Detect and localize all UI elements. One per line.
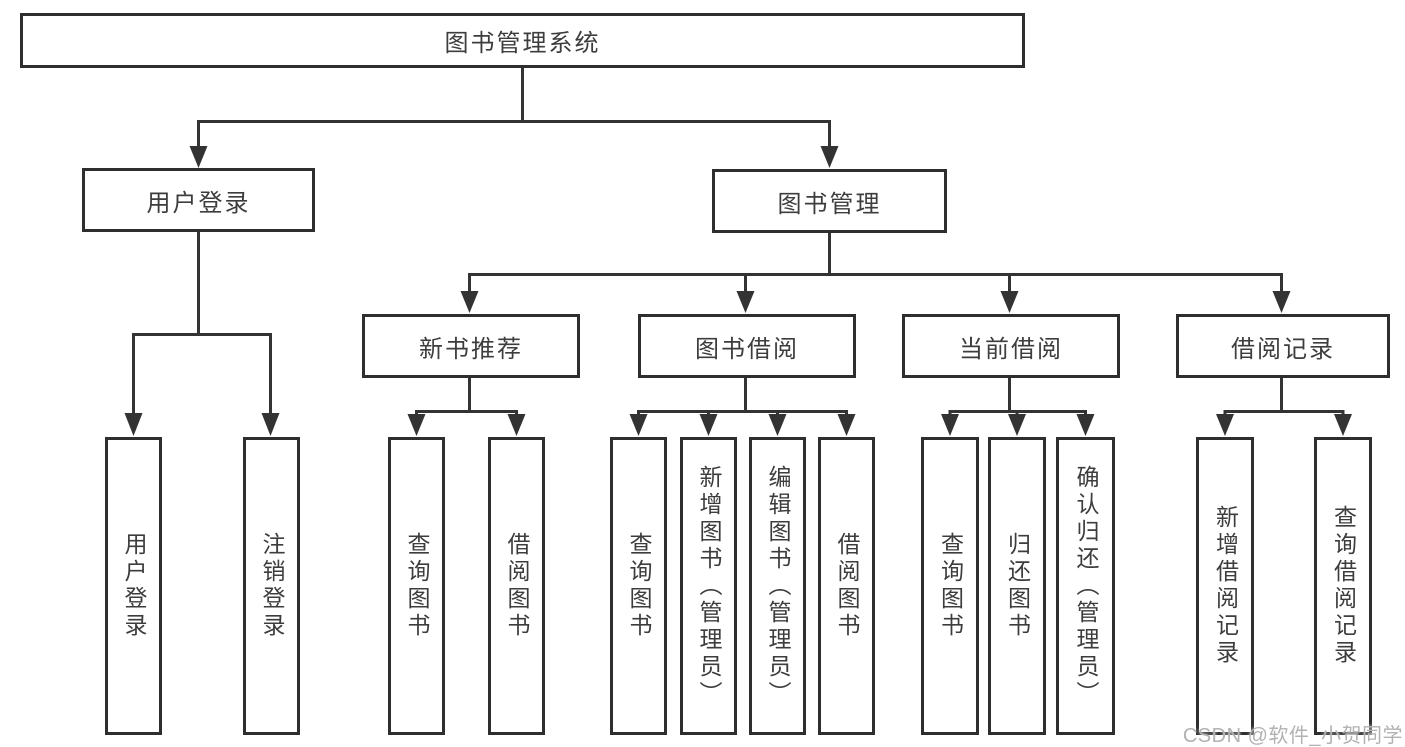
node-label: 借阅记录 <box>1231 335 1335 363</box>
arrow-down-icon <box>1008 414 1026 436</box>
arrow-down-icon <box>1216 414 1234 436</box>
node-label: 新增借阅记录 <box>1212 505 1239 667</box>
arrow-down-icon <box>1076 414 1095 436</box>
arrow-down-icon <box>941 414 959 436</box>
node-label: 查询图书 <box>404 532 430 640</box>
node-label: 确认归还（管理员） <box>1073 464 1099 708</box>
node-label: 借阅图书 <box>504 532 530 640</box>
arrow-down-icon <box>507 414 526 436</box>
node-label: 图书管理 <box>777 190 882 218</box>
node-label: 编辑图书（管理员） <box>765 464 791 708</box>
node-label: 用户登录 <box>121 532 147 640</box>
arrow-down-icon <box>820 146 839 168</box>
node-label: 归还图书 <box>1004 532 1031 640</box>
arrow-down-icon <box>1000 291 1019 313</box>
arrow-down-icon <box>407 414 426 436</box>
leaf-edit-book-admin: 编辑图书（管理员） <box>749 437 806 735</box>
arrow-down-icon <box>189 146 208 168</box>
leaf-return-books: 归还图书 <box>988 437 1046 735</box>
arrow-down-icon <box>736 291 755 313</box>
node-label: 当前借阅 <box>959 335 1063 363</box>
node-new-book-recommendation: 新书推荐 <box>362 314 580 378</box>
leaf-query-books-borrowing: 查询图书 <box>610 437 667 735</box>
node-label: 新书推荐 <box>419 335 523 363</box>
arrow-down-icon <box>768 414 787 436</box>
node-book-management: 图书管理 <box>712 169 947 233</box>
arrow-down-icon <box>1272 291 1291 313</box>
leaf-borrow-books-recommend: 借阅图书 <box>488 437 545 735</box>
leaf-add-book-admin: 新增图书（管理员） <box>680 437 737 735</box>
node-label: 新增图书（管理员） <box>696 464 722 708</box>
node-label: 图书借阅 <box>695 335 799 363</box>
leaf-query-books-recommend: 查询图书 <box>388 437 445 735</box>
node-label: 注销登录 <box>259 532 285 640</box>
leaf-confirm-return-admin: 确认归还（管理员） <box>1056 437 1115 735</box>
csdn-watermark: CSDN @软件_小贺同学 <box>1182 725 1403 747</box>
node-user-login: 用户登录 <box>82 168 315 232</box>
arrow-down-icon <box>124 413 143 436</box>
leaf-logout: 注销登录 <box>243 437 300 735</box>
leaf-query-borrow-record: 查询借阅记录 <box>1314 437 1372 735</box>
leaf-add-borrow-record: 新增借阅记录 <box>1196 437 1254 735</box>
node-label: 图书管理系统 <box>444 30 601 57</box>
node-book-borrowing: 图书借阅 <box>638 314 856 378</box>
leaf-borrow-books: 借阅图书 <box>818 437 875 735</box>
leaf-query-books-current: 查询图书 <box>921 437 979 735</box>
arrow-down-icon <box>629 414 648 436</box>
node-label: 查询借阅记录 <box>1330 505 1357 667</box>
node-label: 借阅图书 <box>834 532 860 640</box>
arrow-down-icon <box>460 291 479 313</box>
node-label: 用户登录 <box>146 189 251 217</box>
node-label: 查询图书 <box>626 532 652 640</box>
arrow-down-icon <box>837 414 856 436</box>
node-label: 查询图书 <box>937 532 964 640</box>
node-current-borrowing: 当前借阅 <box>902 314 1120 378</box>
node-borrowing-records: 借阅记录 <box>1176 314 1390 378</box>
leaf-user-login: 用户登录 <box>105 437 162 735</box>
node-library-management-system: 图书管理系统 <box>20 13 1025 68</box>
arrow-down-icon <box>1334 414 1352 436</box>
arrow-down-icon <box>261 413 280 436</box>
arrow-down-icon <box>699 414 718 436</box>
